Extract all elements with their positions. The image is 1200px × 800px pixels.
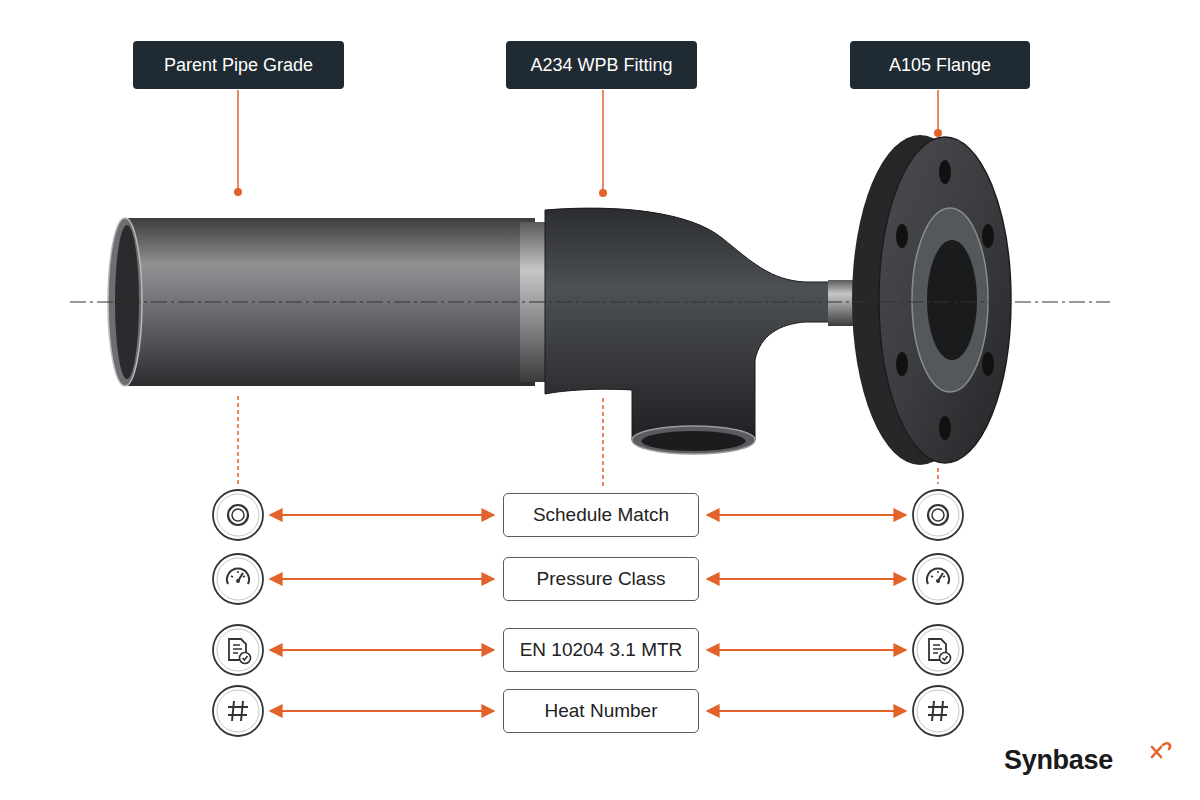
certificate-icon bbox=[213, 625, 263, 675]
double-arrow bbox=[270, 710, 494, 712]
bolt-hole bbox=[939, 416, 951, 440]
branch-bore bbox=[642, 431, 746, 451]
leader-lines bbox=[234, 90, 942, 197]
node-text: Schedule Match bbox=[533, 504, 669, 526]
logo-cross bbox=[1152, 747, 1161, 757]
part-tag: A234 WPB Fitting bbox=[506, 41, 697, 89]
schedule-icon bbox=[213, 490, 263, 540]
dashed-drops bbox=[238, 396, 938, 486]
branch-opening bbox=[632, 426, 755, 454]
check-box: Heat Number bbox=[503, 689, 699, 733]
node-text: Parent Pipe Grade bbox=[164, 55, 313, 76]
double-arrow bbox=[707, 514, 906, 516]
node-text: EN 10204 3.1 MTR bbox=[520, 639, 683, 661]
dashed-line bbox=[937, 468, 939, 484]
part-tag: A105 Flange bbox=[850, 41, 1030, 89]
dashed-line bbox=[237, 396, 239, 484]
flange-bore bbox=[927, 240, 977, 360]
leader-dot bbox=[934, 129, 942, 137]
hash-icon bbox=[213, 686, 263, 736]
node-text: Pressure Class bbox=[537, 568, 666, 590]
double-arrow bbox=[270, 649, 494, 651]
leader-dot bbox=[599, 189, 607, 197]
bolt-hole bbox=[896, 352, 908, 376]
double-arrow bbox=[707, 578, 906, 580]
double-arrow bbox=[707, 710, 906, 712]
double-arrow bbox=[270, 578, 494, 580]
logo-swoosh bbox=[1163, 743, 1170, 749]
schedule-icon bbox=[913, 490, 963, 540]
tee-fitting bbox=[545, 208, 905, 454]
leader-line bbox=[602, 90, 604, 190]
pressure-icon bbox=[913, 554, 963, 604]
hash-icon bbox=[913, 686, 963, 736]
pressure-icon bbox=[213, 554, 263, 604]
logo-mark bbox=[1152, 743, 1170, 757]
bolt-holes bbox=[896, 160, 994, 440]
bolt-hole bbox=[982, 224, 994, 248]
leader-line bbox=[937, 90, 939, 131]
double-arrow bbox=[707, 649, 906, 651]
raised-face bbox=[912, 208, 988, 392]
part-tag: Parent Pipe Grade bbox=[133, 41, 344, 89]
double-arrows bbox=[270, 515, 906, 711]
double-arrow bbox=[270, 514, 494, 516]
icon-column-left bbox=[213, 490, 263, 736]
certificate-icon bbox=[913, 625, 963, 675]
node-text: Heat Number bbox=[545, 700, 658, 722]
check-box: Schedule Match bbox=[503, 493, 699, 537]
flange bbox=[852, 135, 1011, 465]
bolt-hole bbox=[982, 352, 994, 376]
node-text: A105 Flange bbox=[889, 55, 991, 76]
check-box: Pressure Class bbox=[503, 557, 699, 601]
bolt-hole bbox=[896, 224, 908, 248]
leader-dot bbox=[234, 188, 242, 196]
center-line bbox=[70, 302, 1110, 303]
check-box: EN 10204 3.1 MTR bbox=[503, 628, 699, 672]
icon-column-right bbox=[913, 490, 963, 736]
flange-face bbox=[879, 137, 1011, 463]
bolt-hole bbox=[939, 160, 951, 184]
node-text: A234 WPB Fitting bbox=[530, 55, 672, 76]
fitting-body bbox=[545, 208, 835, 440]
leader-line bbox=[237, 90, 239, 190]
brand-name: Synbase bbox=[1004, 745, 1113, 776]
dashed-line bbox=[602, 398, 604, 486]
